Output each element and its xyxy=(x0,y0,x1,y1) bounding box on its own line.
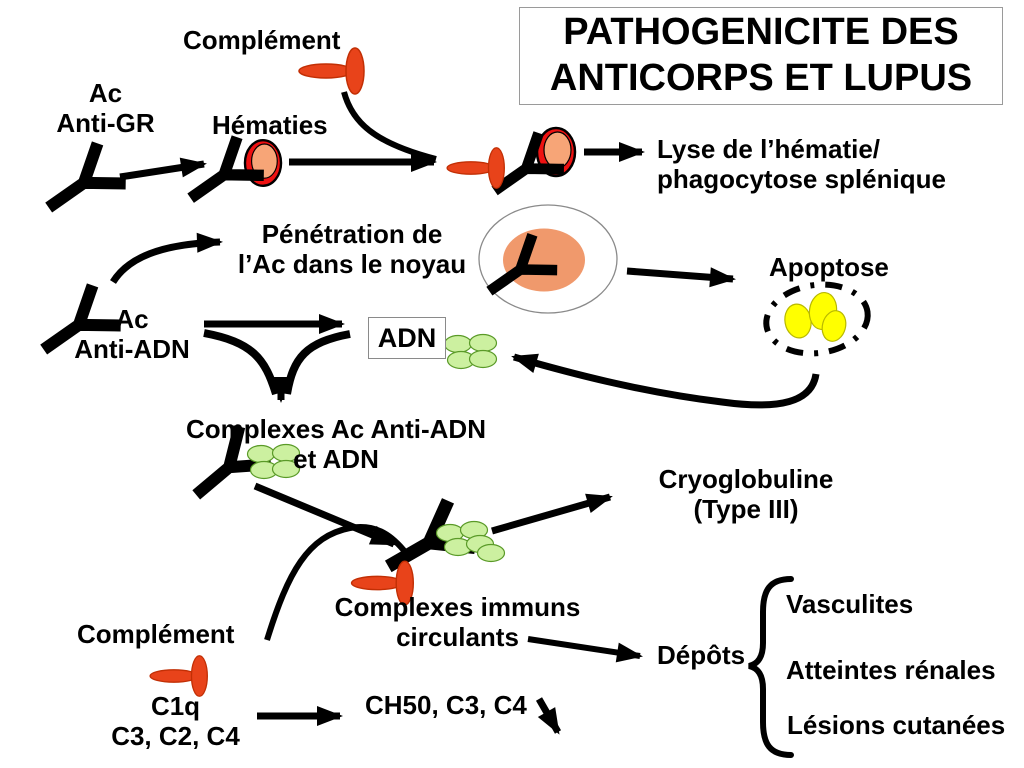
arrow-to-cryoglobuline xyxy=(491,493,613,535)
depots-label: Dépôts xyxy=(657,640,746,670)
nucleus-icon xyxy=(503,228,585,292)
apoptose-label: Apoptose xyxy=(769,252,889,282)
arrow-complex-to-central xyxy=(253,482,397,548)
funnel-left xyxy=(203,329,280,396)
dna-fragments-icon xyxy=(443,333,498,370)
arrow-ac-to-hematie xyxy=(119,157,207,181)
complexes-ac-adn-label: Complexes Ac Anti-ADN et ADN xyxy=(185,414,486,475)
funnel-right xyxy=(283,330,351,395)
atteintes-renales-label: Atteintes rénales xyxy=(786,655,996,685)
curve-complement-top xyxy=(341,91,437,162)
arrow-apoptose-to-adn xyxy=(511,353,820,409)
arrow-to-apoptose xyxy=(626,267,736,288)
adn-box: ADN xyxy=(368,317,446,359)
lesions-cutanees-label: Lésions cutanées xyxy=(787,710,1006,740)
c1q-label: C1q C3, C2, C4 xyxy=(111,691,240,752)
ch50-label: CH50, C3, C4 xyxy=(365,690,527,720)
complement-icon xyxy=(446,147,505,189)
ac-anti-adn-label: Ac Anti-ADN xyxy=(74,304,190,365)
cryoglobuline-label: Cryoglobuline (Type III) xyxy=(658,464,834,525)
ac-anti-gr-label: Ac Anti-GR xyxy=(56,78,155,139)
arrow-to-penetration xyxy=(110,232,223,284)
arrows xyxy=(110,91,820,735)
complement-label-bottom: Complément xyxy=(77,619,235,649)
apoptotic-cell-icon xyxy=(763,281,871,357)
hematies-label: Hématies xyxy=(212,110,328,140)
complexes-immuns-label: Complexes immuns circulants xyxy=(334,592,581,653)
arrow-to-depots xyxy=(527,636,643,663)
dna-fragments-icon xyxy=(435,520,506,563)
complement-label-top: Complément xyxy=(183,25,341,55)
slide-title: PATHOGENICITE DES ANTICORPS ET LUPUS xyxy=(519,7,1003,105)
arrow-ch50-down xyxy=(535,697,562,735)
cell-with-nucleus-icon xyxy=(479,204,618,314)
brace-icon xyxy=(748,576,794,758)
antibody-icon xyxy=(42,149,120,221)
lyse-label: Lyse de l’hématie/ phagocytose splénique xyxy=(657,134,946,195)
vasculites-label: Vasculites xyxy=(786,589,914,619)
penetration-label: Pénétration de l’Ac dans le noyau xyxy=(237,219,467,280)
curve-complement-bottom xyxy=(264,524,409,641)
